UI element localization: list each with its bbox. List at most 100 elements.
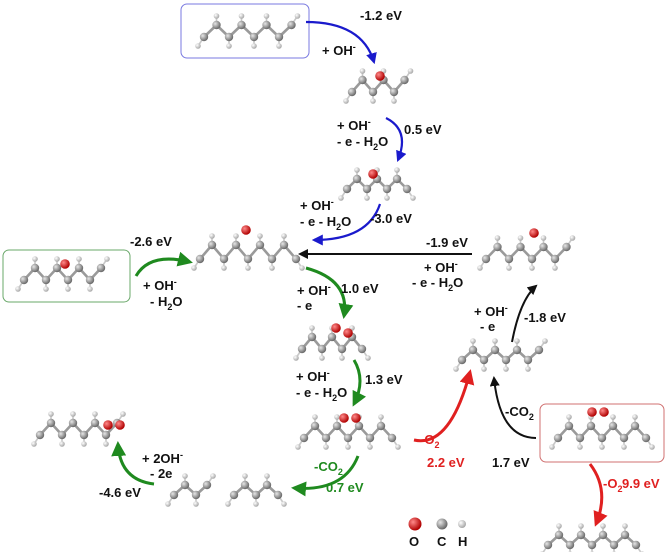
- carbon-atom: [354, 421, 364, 431]
- hydrogen-atom: [48, 411, 54, 417]
- carbon-atom: [586, 421, 596, 431]
- hydrogen-atom: [263, 13, 270, 19]
- carbon-atom: [575, 433, 585, 443]
- arrow-green-2: [305, 266, 354, 319]
- molecule-fragment-b: [225, 473, 287, 507]
- oxygen-atom: [343, 328, 353, 338]
- carbon-atom: [299, 433, 309, 443]
- energy-label: 9.9 eV: [622, 476, 660, 491]
- hydrogen-atom: [76, 256, 82, 262]
- hydrogen-atom: [195, 43, 201, 49]
- carbon-atom: [392, 174, 402, 184]
- carbon-atom: [630, 421, 640, 431]
- carbon-atom: [231, 240, 241, 250]
- hydrogen-atom: [540, 235, 547, 241]
- energy-label: -1.8 eV: [524, 310, 566, 325]
- energy-label: 0.7 eV: [326, 480, 364, 495]
- hydrogen-atom: [81, 441, 87, 447]
- oxygen-atom: [368, 169, 378, 179]
- carbon-atom: [46, 418, 56, 428]
- carbon-atom: [587, 540, 597, 550]
- carbon-atom-icon: [436, 518, 448, 530]
- hydrogen-atom: [343, 98, 349, 104]
- condition-label: - e: [480, 319, 495, 334]
- carbon-atom: [457, 355, 467, 365]
- hydrogen-atom: [319, 355, 325, 361]
- hydrogen-atom: [65, 286, 71, 292]
- hydrogen-atom: [503, 366, 509, 372]
- carbon-atom: [307, 332, 317, 342]
- hydrogen-atom: [345, 444, 351, 450]
- hydrogen-atom: [276, 43, 282, 49]
- hydrogen-atom: [182, 473, 188, 479]
- carbon-atom: [620, 530, 630, 540]
- carbon-atom: [400, 75, 409, 85]
- carbon-atom: [382, 184, 392, 194]
- carbon-atom: [501, 355, 511, 365]
- carbon-atom: [195, 254, 205, 264]
- carbon-atom: [262, 20, 271, 30]
- hydrogen-atom: [103, 441, 109, 447]
- carbon-atom: [609, 540, 619, 550]
- condition-label: - H2O: [150, 294, 182, 312]
- hydrogen-atom: [610, 414, 616, 420]
- hydrogen-atom: [253, 501, 259, 507]
- carbon-atom: [68, 418, 78, 428]
- energy-label: -1.9 eV: [426, 235, 468, 250]
- oxygen-atom: [60, 259, 70, 269]
- legend-label-o: O: [409, 534, 419, 549]
- oxygen-atom-icon: [408, 517, 422, 531]
- hydrogen-atom: [210, 473, 216, 479]
- hydrogen-atom: [395, 444, 401, 450]
- hydrogen-atom: [481, 366, 487, 372]
- energy-label: -4.6 eV: [99, 485, 141, 500]
- carbon-atom: [562, 242, 571, 252]
- carbon-atom: [376, 421, 386, 431]
- carbon-atom: [553, 433, 563, 443]
- carbon-atom: [243, 254, 253, 264]
- arrow-green-5: [111, 441, 155, 486]
- carbon-atom: [468, 345, 478, 355]
- condition-label: + OH-: [300, 197, 334, 213]
- carbon-atom: [96, 263, 106, 273]
- hydrogen-atom: [525, 366, 531, 372]
- arrow-green-3: [352, 359, 367, 407]
- carbon-atom: [191, 490, 201, 500]
- oxygen-atom: [115, 420, 125, 430]
- carbon-atom: [389, 87, 399, 97]
- hydrogen-atom: [578, 523, 584, 529]
- arrow-red-1: [413, 369, 475, 443]
- carbon-atom: [352, 174, 362, 184]
- condition-label: - 2e: [150, 466, 172, 481]
- energy-label: 2.2 eV: [427, 455, 465, 470]
- energy-label: 1.7 eV: [492, 455, 530, 470]
- carbon-atom: [85, 275, 95, 285]
- carbon-atom: [504, 254, 514, 264]
- hydrogen-atom: [549, 444, 555, 450]
- carbon-atom: [262, 480, 272, 490]
- hydrogen-atom: [87, 286, 93, 292]
- carbon-atom: [343, 433, 353, 443]
- hydrogen-atom: [410, 195, 416, 201]
- molecule-intermediate-2: [338, 167, 416, 201]
- carbon-atom: [240, 480, 250, 490]
- hydrogen-atom: [649, 444, 655, 450]
- hydrogen-atom: [293, 355, 299, 361]
- hydrogen-atom: [494, 235, 501, 241]
- carbon-atom: [597, 433, 607, 443]
- hydrogen-atom: [378, 414, 384, 420]
- molecule-intermediate-3: [293, 323, 371, 361]
- hydrogen-atom: [269, 265, 275, 271]
- hydrogen-atom: [600, 523, 606, 529]
- energy-label: 1.0 eV: [341, 281, 379, 296]
- hydrogen-atom: [453, 366, 459, 372]
- carbon-atom: [202, 480, 212, 490]
- hydrogen-atom: [338, 195, 344, 201]
- arrow-red-2: [588, 463, 608, 527]
- hydrogen-atom: [359, 68, 366, 74]
- carbon-atom: [297, 344, 307, 354]
- oxygen-atom: [587, 407, 597, 417]
- arrow-blue-3: [311, 203, 382, 246]
- start-molecule-box: [180, 3, 310, 59]
